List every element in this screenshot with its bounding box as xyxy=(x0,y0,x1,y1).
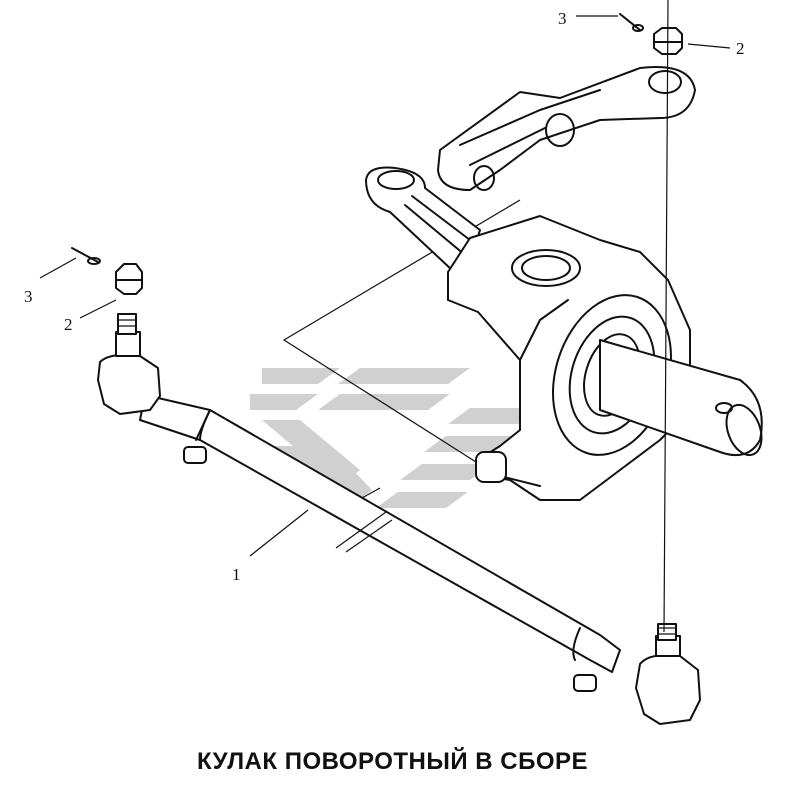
right-cotter-pin xyxy=(619,13,644,32)
callout-leaders xyxy=(39,15,731,557)
callout-1-tie-rod: 1 xyxy=(232,565,241,584)
callout-3-left: 3 xyxy=(24,287,33,306)
diagram-caption: КУЛАК ПОВОРОТНЫЙ В СБОРЕ xyxy=(196,748,589,775)
left-nut xyxy=(115,263,143,295)
knuckle-arm xyxy=(365,166,481,271)
knuckle-body xyxy=(447,215,763,501)
upper-steering-arm xyxy=(437,66,696,191)
right-ball-joint xyxy=(635,623,701,725)
callout-2-right: 2 xyxy=(736,39,745,58)
left-cotter-pin xyxy=(71,247,101,265)
callout-2-left: 2 xyxy=(64,315,73,334)
vertical-alignment-axis xyxy=(663,0,669,633)
callout-3-right: 3 xyxy=(558,9,567,28)
tie-rod xyxy=(139,394,621,692)
left-ball-joint xyxy=(97,313,161,415)
